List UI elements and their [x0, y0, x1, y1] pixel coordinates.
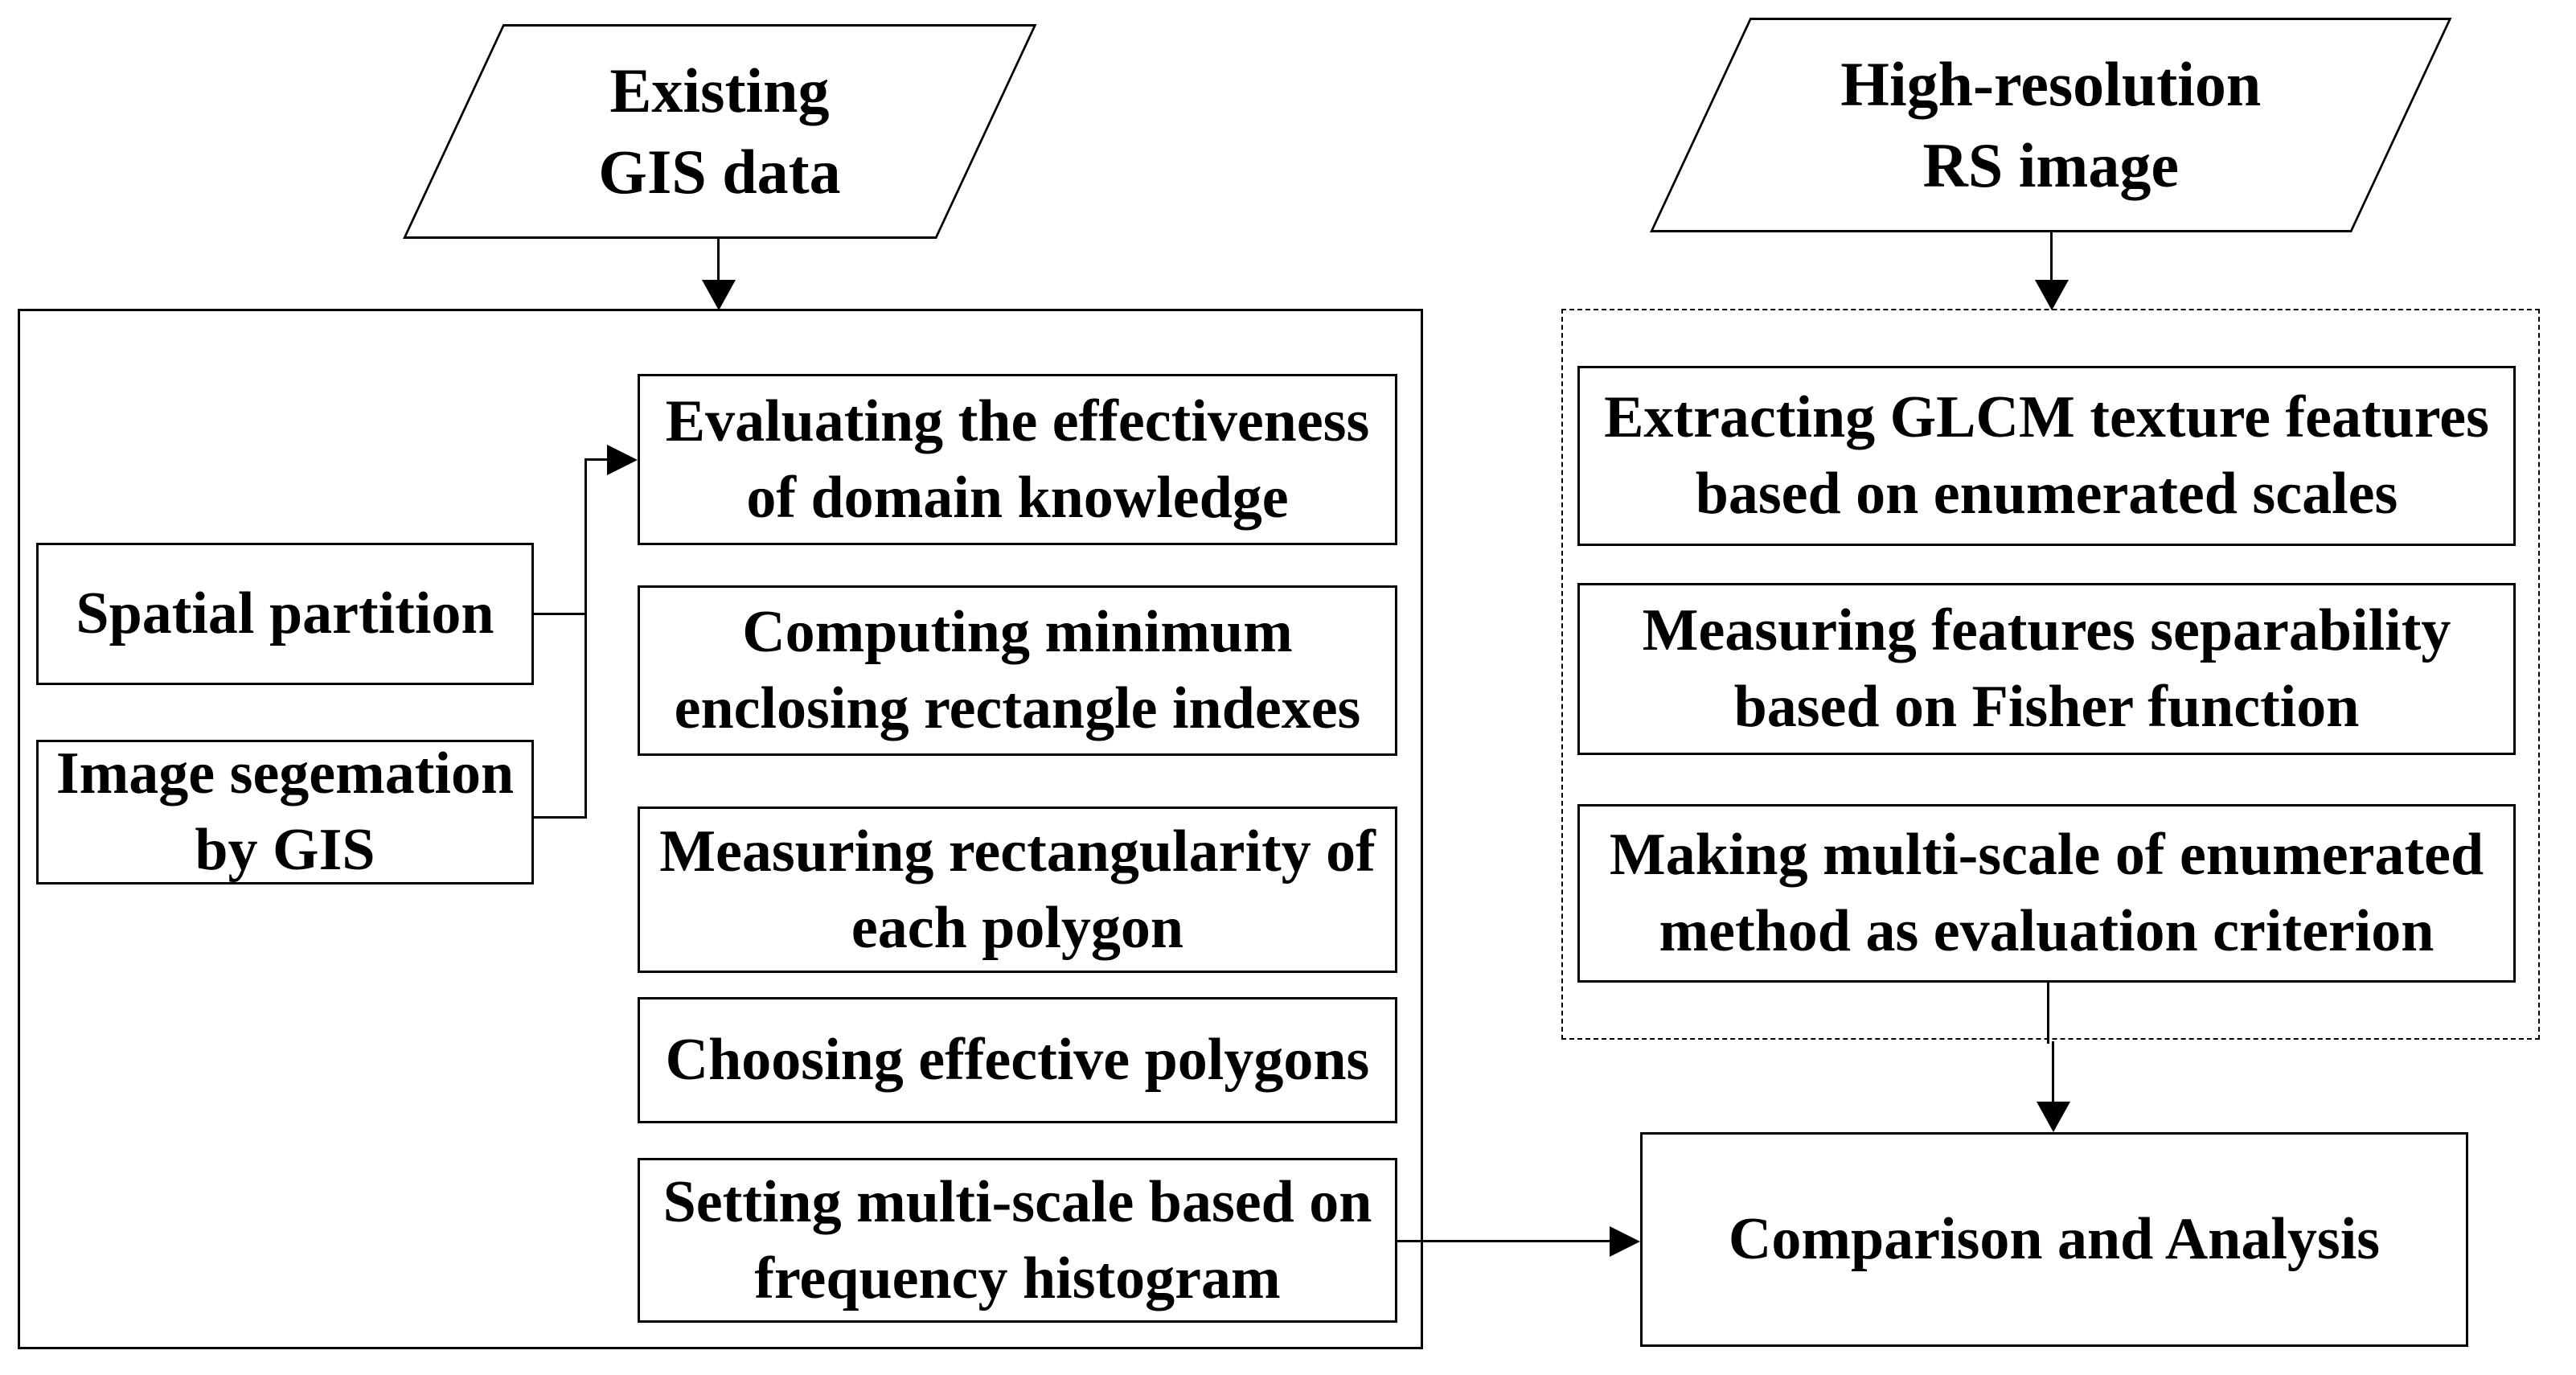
measuring-rect-line1: Measuring rectangularity of	[659, 818, 1376, 885]
box-image-segmentation-by-gis: Image segemation by GIS	[36, 740, 534, 885]
box-comparison-and-analysis: Comparison and Analysis	[1640, 1132, 2468, 1347]
evaluating-line2: of domain knowledge	[746, 464, 1289, 531]
evaluating-line1: Evaluating the effectiveness	[665, 388, 1370, 454]
arrow-down-icon	[2037, 1102, 2070, 1132]
connector-line-making-upper	[2047, 983, 2049, 1044]
connector-line-merge	[585, 458, 587, 819]
setting-line2: frequency histogram	[754, 1245, 1281, 1311]
right-process-group-frame	[1561, 309, 2540, 1040]
connector-line-making-lower	[2052, 1041, 2054, 1106]
separability-line1: Measuring features separability	[1642, 597, 2451, 664]
box-computing-rectangle-indexes: Computing minimum enclosing rectangle in…	[638, 585, 1397, 756]
high-res-rs-line1: High-resolution	[1840, 49, 2262, 120]
connector-line-segmentation	[534, 816, 587, 819]
arrow-right-icon	[1610, 1226, 1640, 1257]
parallelogram-high-resolution-rs-image: High-resolution RS image	[1650, 18, 2452, 232]
computing-line2: enclosing rectangle indexes	[674, 675, 1361, 741]
high-res-rs-line2: RS image	[1922, 130, 2179, 201]
extracting-line2: based on enumerated scales	[1695, 461, 2398, 527]
connector-line-gis-to-group	[717, 239, 720, 283]
existing-gis-line2: GIS data	[598, 137, 841, 207]
box-measuring-rectangularity: Measuring rectangularity of each polygon	[638, 807, 1397, 973]
making-line1: Making multi-scale of enumerated	[1609, 822, 2484, 889]
left-process-group-frame	[18, 309, 1423, 1349]
box-choosing-effective-polygons: Choosing effective polygons	[638, 997, 1397, 1123]
arrow-down-icon	[702, 280, 736, 310]
comparison-line1: Comparison and Analysis	[1728, 1206, 2381, 1273]
choosing-line1: Choosing effective polygons	[665, 1027, 1370, 1094]
image-segmentation-line2: by GIS	[195, 817, 375, 883]
connector-line-into-evaluating	[585, 458, 609, 461]
extracting-line1: Extracting GLCM texture features	[1604, 384, 2489, 451]
parallelogram-existing-gis-data: Existing GIS data	[403, 24, 1037, 239]
existing-gis-line1: Existing	[609, 55, 830, 126]
connector-line-rs-to-group	[2050, 232, 2053, 283]
box-measuring-separability: Measuring features separability based on…	[1577, 583, 2516, 755]
connector-line-spatial	[534, 613, 587, 615]
box-extracting-glcm-features: Extracting GLCM texture features based o…	[1577, 366, 2516, 546]
setting-line1: Setting multi-scale based on	[662, 1168, 1372, 1235]
spatial-partition-line1: Spatial partition	[76, 581, 494, 647]
box-evaluating-effectiveness: Evaluating the effectiveness of domain k…	[638, 374, 1397, 545]
connector-line-setting-to-comparison	[1395, 1240, 1612, 1242]
arrow-right-icon	[607, 445, 638, 475]
arrow-down-icon	[2035, 280, 2069, 310]
image-segmentation-line1: Image segemation	[55, 741, 515, 807]
making-line2: method as evaluation criterion	[1659, 898, 2434, 964]
box-making-multi-scale: Making multi-scale of enumerated method …	[1577, 804, 2516, 983]
box-setting-multi-scale: Setting multi-scale based on frequency h…	[638, 1158, 1397, 1323]
separability-line2: based on Fisher function	[1733, 674, 2360, 740]
computing-line1: Computing minimum	[742, 599, 1293, 666]
box-spatial-partition: Spatial partition	[36, 543, 534, 685]
measuring-rect-line2: each polygon	[851, 894, 1184, 961]
